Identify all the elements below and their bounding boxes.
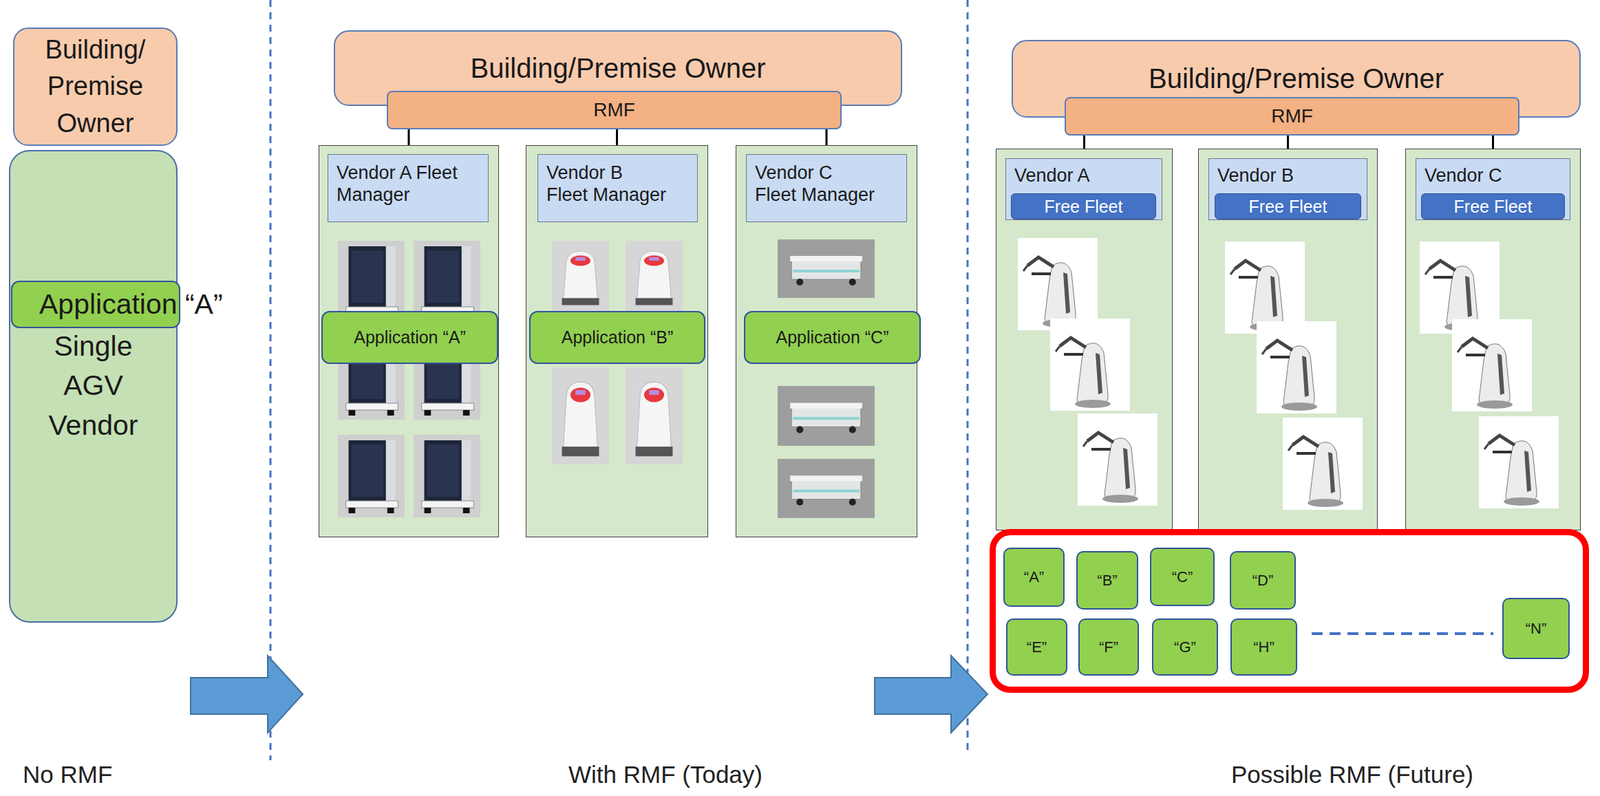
box-label: Vendor C [1424, 164, 1562, 187]
column-fill [318, 145, 499, 538]
box-label: Vendor A Fleet Manager [336, 161, 459, 207]
column-fill [1198, 148, 1378, 531]
vendor-box: Vendor A Free Fleet [1005, 158, 1163, 221]
column-fill [1405, 148, 1581, 531]
application-box: “N” [1502, 598, 1570, 660]
arm-robot-photo [1050, 318, 1130, 411]
divider-line [966, 0, 969, 754]
fleet-manager-box: Vendor B Fleet Manager [537, 154, 698, 223]
arm-robot-photo [1452, 319, 1532, 412]
box-label: Application “B” [561, 327, 674, 348]
application-box: “E” [1006, 618, 1068, 676]
application-box: “G” [1152, 618, 1219, 676]
application-box: “C” [1149, 547, 1215, 607]
panel-caption: Possible RMF (Future) [1231, 761, 1474, 789]
agv-photo [777, 239, 875, 298]
vendor-column: Vendor C Fleet ManagerApplication “C” [735, 145, 918, 538]
box-label: “D” [1252, 571, 1274, 590]
box-label: “B” [1096, 571, 1117, 590]
application-box: “F” [1078, 618, 1139, 676]
ellipsis-dash-line [1311, 632, 1494, 636]
application-box: “D” [1229, 551, 1296, 610]
application-box: Application “C” [743, 311, 921, 365]
box-label: RMF [593, 99, 636, 122]
box-label: “E” [1026, 638, 1047, 657]
box-label: “A” [1024, 568, 1044, 587]
box-label: Single AGV Vendor [37, 326, 151, 446]
service-robot-photo [551, 240, 610, 312]
panel-caption: No RMF [22, 761, 113, 789]
arm-robot-photo [1077, 413, 1158, 506]
arm-robot-photo [1282, 417, 1363, 510]
application-box: “H” [1230, 618, 1298, 676]
box-label: “G” [1174, 638, 1197, 657]
application-box: “B” [1076, 551, 1139, 610]
vendor-box: Vendor C Free Fleet [1415, 158, 1571, 221]
box-label: “C” [1171, 568, 1194, 587]
rmf-bar: RMF [1064, 97, 1520, 136]
block-arrow [874, 655, 988, 733]
column-fill [995, 148, 1173, 531]
box-label: “H” [1253, 638, 1275, 657]
block-arrow [190, 655, 303, 733]
application-box: “A” [1003, 547, 1065, 607]
vendor-column: Vendor A Free Fleet [995, 148, 1173, 531]
cart-robot-photo [413, 434, 481, 518]
connector-line [825, 129, 828, 146]
agv-photo [777, 386, 875, 446]
column-fill [525, 145, 709, 538]
agv-photo [777, 459, 875, 519]
owner-box: Building/ Premise Owner [13, 27, 178, 146]
box-label: Vendor B Fleet Manager [546, 161, 669, 207]
box-label: Building/ Premise Owner [36, 31, 155, 142]
service-robot-photo [625, 240, 683, 312]
box-label: Building/Premise Owner [1148, 63, 1444, 95]
box-label: Vendor B [1217, 164, 1359, 187]
divider-line [269, 0, 272, 761]
arm-robot-photo [1224, 241, 1305, 334]
box-label: Vendor C Fleet Manager [754, 161, 877, 207]
free-fleet-bar: Free Fleet [1421, 193, 1565, 220]
application-box: Application “B” [529, 311, 706, 365]
box-label: Free Fleet [1249, 196, 1328, 217]
box-label: Free Fleet [1044, 196, 1124, 217]
box-label: “N” [1525, 620, 1548, 638]
connector-line [408, 129, 411, 146]
free-fleet-bar: Free Fleet [1010, 193, 1157, 220]
box-label: “F” [1099, 638, 1119, 657]
vendor-column: Vendor B Free Fleet [1198, 148, 1378, 531]
free-fleet-bar: Free Fleet [1214, 193, 1362, 220]
vendor-box: Vendor B Free Fleet [1208, 158, 1368, 221]
vendor-column: Vendor C Free Fleet [1405, 148, 1581, 531]
connector-line [1491, 135, 1495, 149]
box-label: Building/Premise Owner [470, 52, 766, 84]
box-label: Free Fleet [1454, 196, 1533, 217]
connector-line [1083, 135, 1086, 149]
application-box: Application “A” [11, 280, 181, 329]
box-label: RMF [1271, 105, 1314, 128]
service-robot-photo [551, 367, 610, 465]
panel-caption: With RMF (Today) [568, 761, 763, 789]
fleet-manager-box: Vendor A Fleet Manager [327, 154, 489, 223]
cart-robot-photo [337, 434, 405, 518]
arm-robot-photo [1478, 416, 1559, 509]
box-label: Vendor A [1014, 164, 1154, 187]
box-label: Application “C” [776, 327, 890, 348]
application-box: Application “A” [321, 311, 499, 365]
connector-line [615, 129, 618, 146]
box-label: Application “A” [39, 284, 153, 325]
connector-line [1286, 135, 1289, 149]
vendor-panel: Single AGV VendorApplication “A” [8, 150, 178, 623]
arm-robot-photo [1017, 238, 1098, 331]
highlight-frame: “A” “B” “C” “D” “E” “F” “G” “H” “N” [989, 529, 1589, 693]
vendor-column: Vendor B Fleet ManagerApplication “B” [525, 145, 709, 538]
rmf-bar: RMF [386, 90, 842, 130]
arm-robot-photo [1256, 321, 1337, 414]
fleet-manager-box: Vendor C Fleet Manager [745, 154, 908, 223]
vendor-column: Vendor A Fleet ManagerApplication “A” [318, 145, 499, 538]
box-label: Application “A” [353, 327, 466, 348]
service-robot-photo [625, 367, 683, 465]
